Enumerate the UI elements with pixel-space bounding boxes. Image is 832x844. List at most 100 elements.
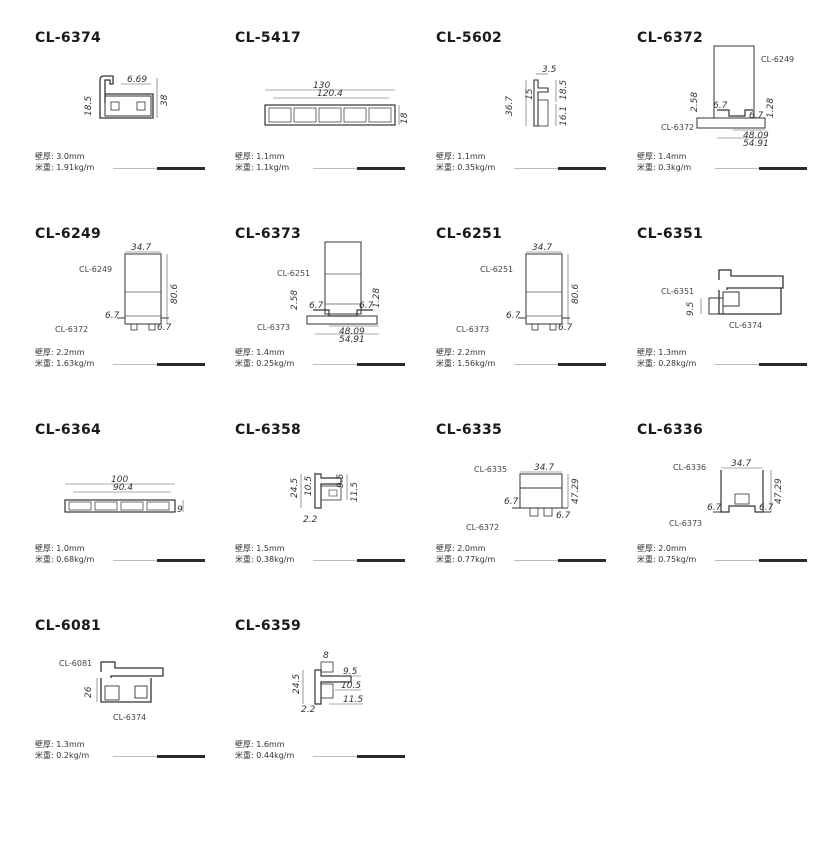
profile-outline	[134, 685, 148, 699]
wall-thickness-label: 壁厚:	[235, 740, 254, 749]
dimension-label: 6.7	[713, 101, 728, 111]
meter-weight-label: 米重:	[35, 751, 54, 760]
wall-thickness-value: 1.3mm	[56, 740, 85, 749]
product-code: CL-6081	[35, 618, 102, 634]
product-code: CL-6351	[637, 226, 704, 242]
product-code: CL-6251	[436, 226, 503, 242]
dimension-label: 10.5	[341, 681, 361, 691]
wall-thickness-label: 壁厚:	[637, 544, 656, 553]
wall-thickness: 壁厚: 1.5mm	[235, 544, 285, 554]
product-code: CL-6358	[235, 422, 302, 438]
dimension-label: 24.5	[290, 478, 300, 498]
profile-outline	[120, 501, 144, 511]
dimension-label: 10.5	[304, 476, 314, 496]
meter-weight-value: 0.75kg/m	[658, 555, 697, 564]
product-code: CL-5417	[235, 30, 302, 46]
divider-accent	[759, 167, 807, 170]
divider-accent	[558, 167, 606, 170]
meter-weight: 米重: 0.35kg/m	[436, 163, 495, 173]
dimension-label: 130	[313, 81, 330, 91]
product-code: CL-6372	[637, 30, 704, 46]
meter-weight-label: 米重:	[637, 555, 656, 564]
meter-weight: 米重: 0.75kg/m	[637, 555, 696, 565]
product-code: CL-5602	[436, 30, 503, 46]
dimension-label: 15	[525, 88, 535, 100]
meter-weight-label: 米重:	[235, 163, 254, 172]
divider-accent	[157, 363, 205, 366]
dimension-label: CL-6251	[277, 269, 310, 278]
wall-thickness: 壁厚: 1.3mm	[35, 740, 85, 750]
wall-thickness: 壁厚: 1.1mm	[235, 152, 285, 162]
dimension-label: 18.5	[559, 80, 569, 100]
meter-weight-label: 米重:	[35, 163, 54, 172]
wall-thickness-value: 1.1mm	[256, 152, 285, 161]
profile-outline	[124, 291, 162, 317]
divider-accent	[357, 167, 405, 170]
wall-thickness: 壁厚: 3.0mm	[35, 152, 85, 162]
wall-thickness-label: 壁厚:	[436, 348, 455, 357]
wall-thickness-value: 1.4mm	[658, 152, 687, 161]
wall-thickness-label: 壁厚:	[35, 348, 54, 357]
meter-weight: 米重: 1.1kg/m	[235, 163, 289, 173]
dimension-label: 6.7	[309, 301, 324, 311]
dimension-label: CL-6249	[79, 265, 112, 274]
meter-weight: 米重: 0.38kg/m	[235, 555, 294, 565]
dimension-label: 6.7	[749, 111, 764, 121]
meter-weight: 米重: 1.91kg/m	[35, 163, 94, 173]
divider-accent	[157, 167, 205, 170]
dimension-label: 90.4	[113, 483, 133, 493]
dimension-label: 6.7	[504, 497, 519, 507]
profile-outline	[99, 75, 154, 119]
divider-accent	[759, 559, 807, 562]
dimension-label: 80.6	[170, 284, 180, 304]
dimension-label: 3.5	[542, 65, 557, 75]
dimension-label: 34.7	[731, 459, 751, 469]
wall-thickness-label: 壁厚:	[235, 152, 254, 161]
profile-outline	[696, 117, 766, 129]
divider-accent	[558, 559, 606, 562]
dimension-label: 9.5	[686, 301, 696, 316]
profile-outline	[324, 273, 362, 305]
meter-weight-label: 米重:	[235, 555, 254, 564]
profile-outline	[531, 323, 539, 331]
dimension-label: 9	[177, 505, 183, 515]
profile-outline	[148, 323, 156, 331]
dimension-label: CL-6372	[661, 123, 694, 132]
profile-outline	[320, 661, 334, 673]
profile-outline	[306, 315, 378, 325]
profile-outline	[324, 241, 362, 315]
dimension-label: 11.5	[350, 482, 360, 502]
dimension-label: 6.7	[105, 311, 120, 321]
profile-outline	[320, 485, 342, 501]
dimension-label: 120.4	[317, 89, 343, 99]
dimension-label: 6.7	[707, 503, 722, 513]
wall-thickness-label: 壁厚:	[436, 152, 455, 161]
divider-accent	[157, 559, 205, 562]
profile-outline	[104, 685, 120, 701]
profile-outline	[264, 104, 396, 126]
wall-thickness-label: 壁厚:	[637, 348, 656, 357]
dimension-label: CL-6372	[55, 325, 88, 334]
dimension-label: 26	[84, 686, 94, 698]
dimension-label: 6.7	[759, 503, 774, 513]
divider-accent	[357, 363, 405, 366]
dimension-label: 47.29	[774, 478, 784, 504]
meter-weight-value: 0.38kg/m	[256, 555, 295, 564]
profile-outline	[718, 269, 784, 315]
wall-thickness-label: 壁厚:	[235, 348, 254, 357]
